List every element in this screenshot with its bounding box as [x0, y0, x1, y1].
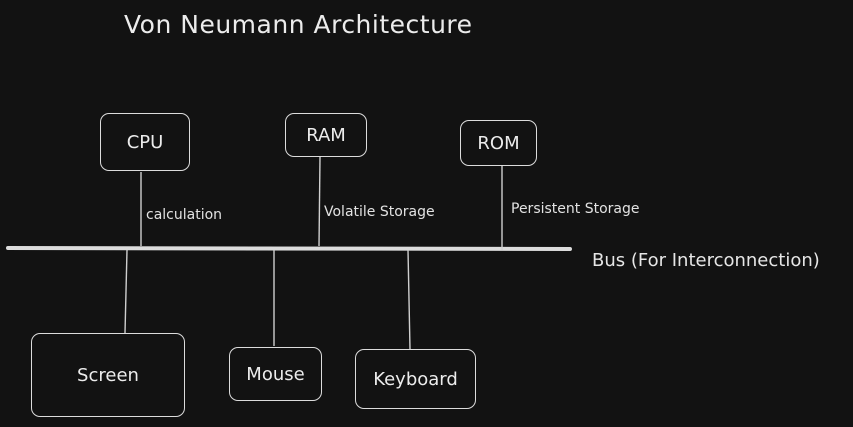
screen-bus-connector — [124, 249, 128, 334]
screen-node: Screen — [31, 333, 185, 417]
bus-line — [6, 246, 572, 251]
bus-label: Bus (For Interconnection) — [592, 250, 820, 271]
rom-edge-label: Persistent Storage — [511, 201, 640, 217]
rom-node: ROM — [460, 120, 537, 166]
diagram-title: Von Neumann Architecture — [124, 10, 473, 39]
cpu-node: CPU — [100, 113, 190, 171]
ram-edge-label: Volatile Storage — [324, 204, 435, 220]
ram-node: RAM — [285, 113, 367, 157]
cpu-edge-label: calculation — [146, 207, 223, 223]
mouse-node: Mouse — [229, 347, 322, 401]
keyboard-bus-connector — [407, 249, 411, 350]
ram-bus-connector — [318, 156, 321, 247]
keyboard-node: Keyboard — [355, 349, 476, 409]
